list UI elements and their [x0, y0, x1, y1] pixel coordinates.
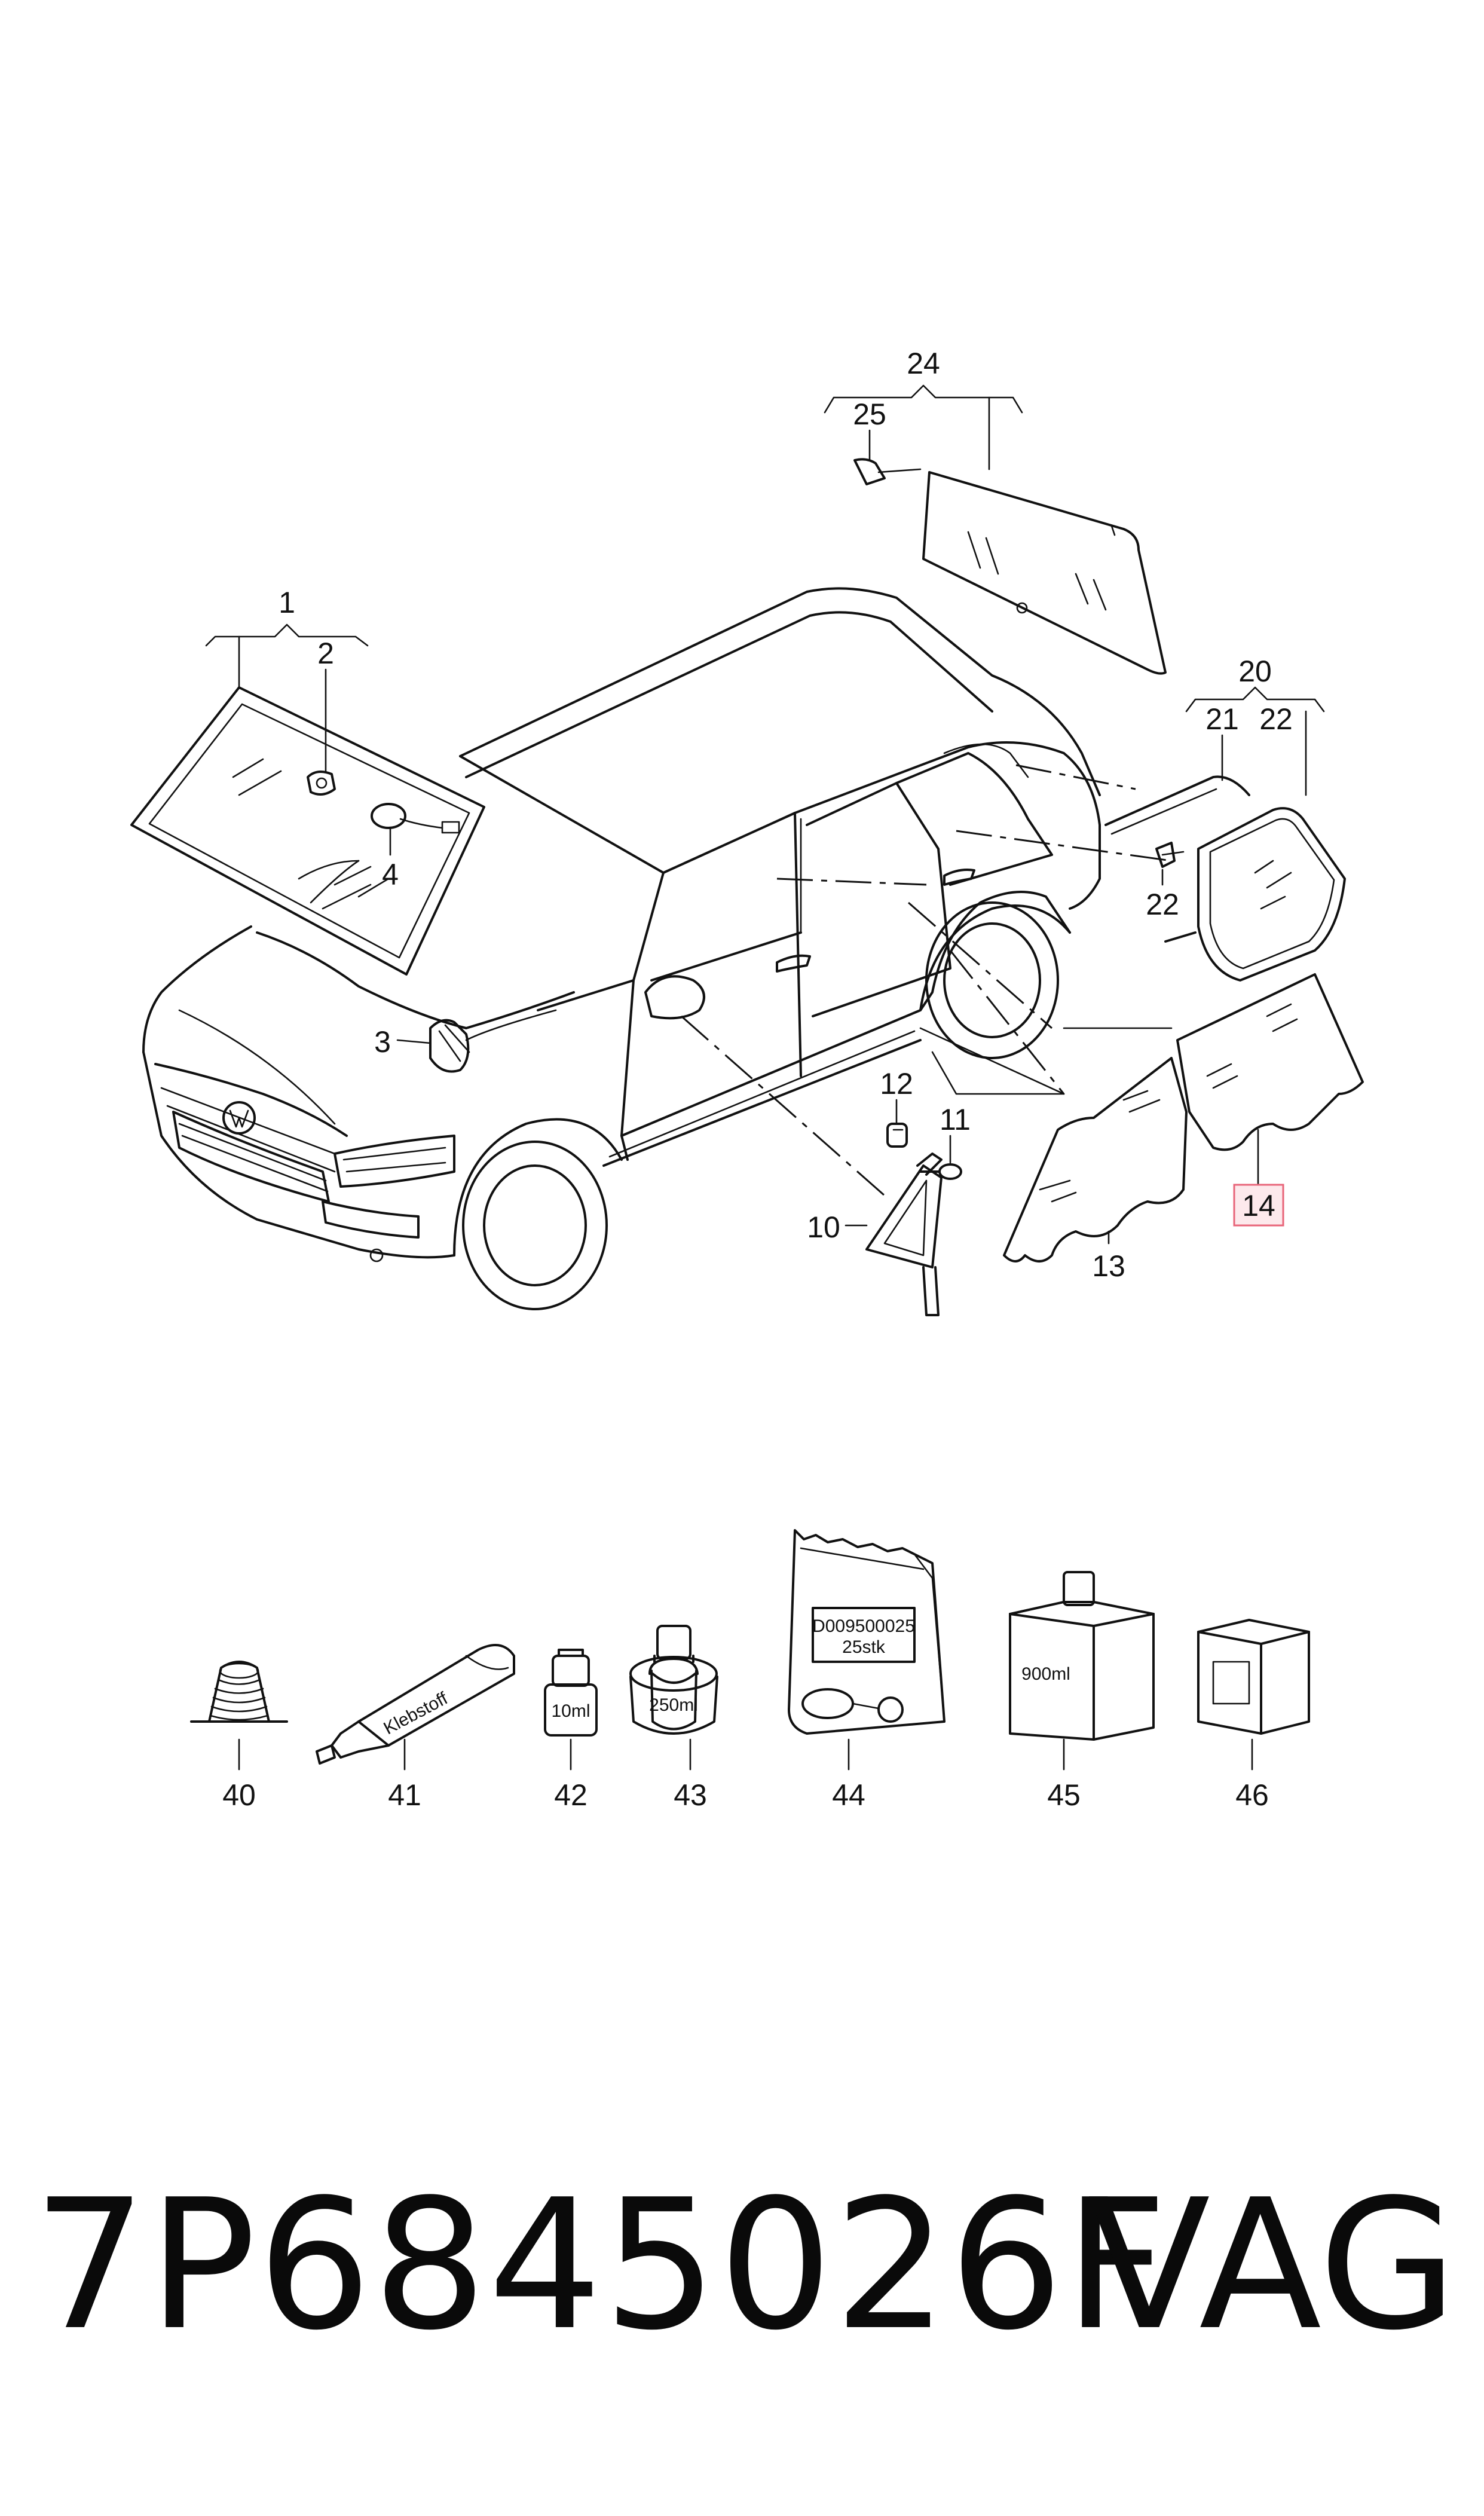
cleaner-jug-part: 900ml	[1009, 1571, 1155, 1741]
callout-2[interactable]: 2	[317, 637, 334, 670]
callout-40[interactable]: 40	[222, 1778, 256, 1812]
callout-14-highlight	[1233, 1184, 1284, 1227]
callout-11[interactable]: 11	[940, 1103, 971, 1136]
screw-part-11	[919, 1163, 962, 1180]
sensor-with-cable-part	[371, 803, 460, 834]
part-number: 7P6845026F	[33, 2161, 1169, 2370]
callout-numbers: 1 2 3 4 10 11 12 13 14 20 21 22 22 24 25…	[222, 347, 1293, 1812]
callout-22-lower[interactable]: 22	[1146, 888, 1179, 921]
callout-43[interactable]: 43	[674, 1778, 707, 1812]
callout-44[interactable]: 44	[832, 1778, 865, 1812]
spacer-stack-part	[190, 1661, 288, 1723]
callout-45[interactable]: 45	[1047, 1778, 1081, 1812]
clip-part-12	[886, 1123, 908, 1148]
jug-label: 900ml	[1021, 1664, 1070, 1684]
clip-bag-part: D009500025 25stk	[788, 1529, 946, 1735]
callout-24[interactable]: 24	[907, 347, 940, 380]
small-bottle-part: 10ml	[544, 1649, 598, 1737]
callout-3[interactable]: 3	[374, 1025, 391, 1059]
callout-46[interactable]: 46	[1235, 1778, 1269, 1812]
door-glass-14	[1176, 973, 1364, 1151]
bottle-label: 10ml	[551, 1701, 590, 1721]
adhesive-tube-part: Klebstoff	[316, 1644, 515, 1765]
bag-label-line2: 25stk	[842, 1637, 886, 1657]
callout-14[interactable]: 14	[1242, 1189, 1275, 1222]
can-label: 250ml	[649, 1695, 698, 1715]
callout-20[interactable]: 20	[1238, 655, 1272, 688]
callout-10[interactable]: 10	[807, 1210, 840, 1244]
callout-41[interactable]: 41	[388, 1778, 421, 1812]
brand-name: VAG	[1088, 2161, 1458, 2370]
primer-can-part: 250ml	[629, 1625, 718, 1735]
bag-label-line1: D009500025	[812, 1616, 915, 1636]
rear-window-part	[853, 458, 1167, 675]
callout-25[interactable]: 25	[853, 398, 886, 431]
door-glass-13	[1003, 1057, 1188, 1262]
rain-sensor-part	[307, 771, 336, 796]
car-body-illustration	[142, 587, 1101, 1310]
triangle-window-part	[865, 1152, 943, 1316]
box-part	[1197, 1619, 1310, 1735]
callout-4[interactable]: 4	[382, 858, 399, 891]
callout-leaders	[205, 384, 1325, 1771]
callout-22-upper[interactable]: 22	[1259, 702, 1293, 736]
callout-13[interactable]: 13	[1092, 1249, 1125, 1283]
quarter-glass-part	[1104, 775, 1346, 982]
callout-12[interactable]: 12	[880, 1067, 913, 1100]
callout-42[interactable]: 42	[554, 1778, 588, 1812]
callout-1[interactable]: 1	[279, 586, 295, 619]
leader-lines	[681, 764, 1173, 1197]
callout-21[interactable]: 21	[1205, 702, 1239, 736]
mirror-mount-part	[429, 1009, 557, 1073]
windshield-part	[130, 686, 485, 976]
